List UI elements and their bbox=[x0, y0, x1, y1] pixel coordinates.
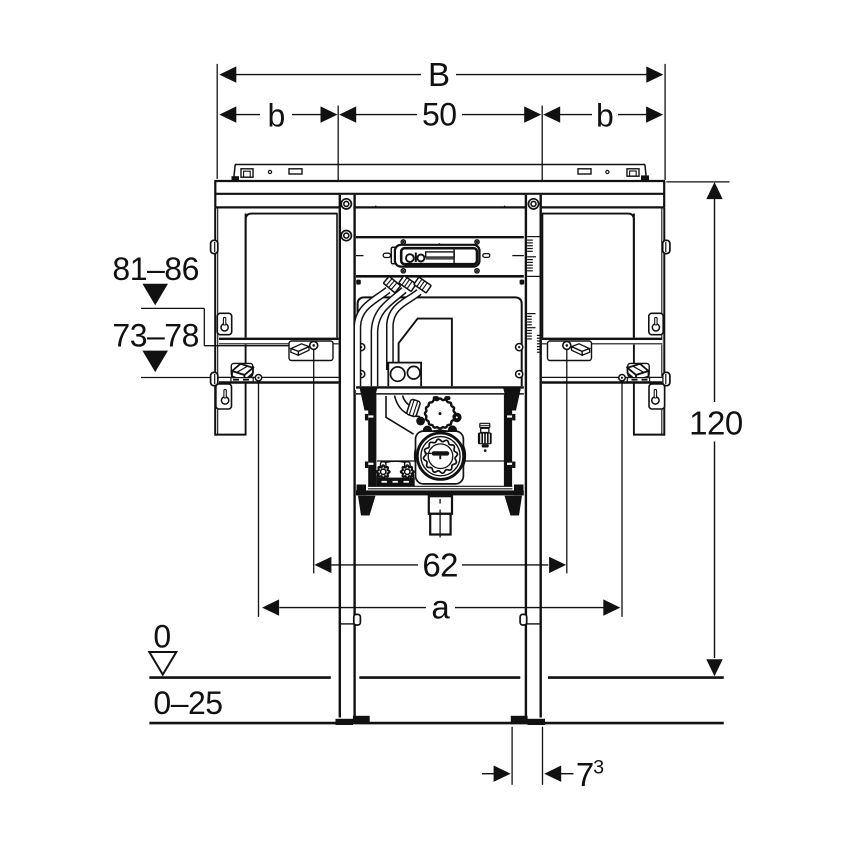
svg-text:b: b bbox=[596, 97, 613, 133]
svg-text:0–25: 0–25 bbox=[153, 685, 222, 721]
svg-text:120: 120 bbox=[689, 405, 743, 442]
svg-text:a: a bbox=[431, 588, 450, 625]
svg-text:0: 0 bbox=[153, 619, 170, 655]
svg-text:3: 3 bbox=[593, 757, 604, 779]
svg-text:b: b bbox=[268, 97, 285, 133]
svg-text:50: 50 bbox=[422, 97, 457, 133]
svg-text:B: B bbox=[428, 56, 450, 93]
svg-text:73–78: 73–78 bbox=[112, 317, 198, 353]
svg-text:62: 62 bbox=[422, 546, 458, 583]
svg-text:7: 7 bbox=[576, 756, 594, 793]
svg-text:81–86: 81–86 bbox=[112, 251, 198, 287]
